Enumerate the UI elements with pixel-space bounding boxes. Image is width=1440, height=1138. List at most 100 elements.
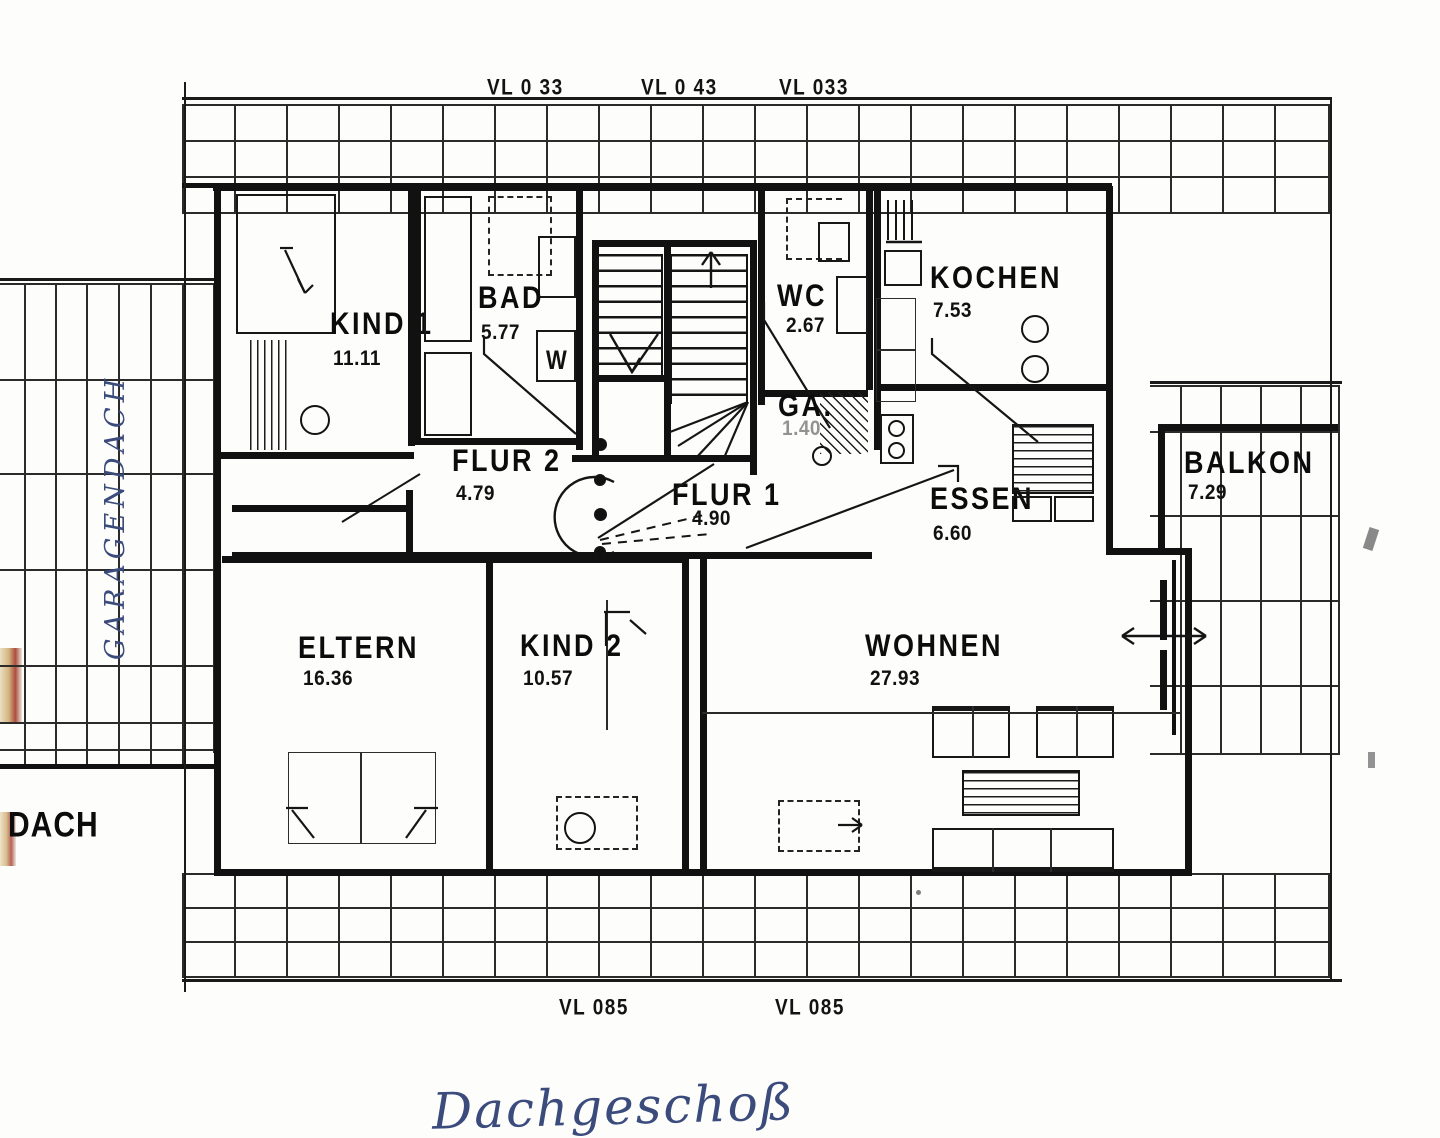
wohnen-sofa-divider-1 (992, 828, 994, 872)
kind2-dashed-recess-top (556, 796, 638, 798)
dimension-note-bottom-1: VL 085 (559, 996, 629, 1021)
roof-rafter-grid-top (182, 104, 1330, 214)
wohnen-dashed-recess-top (778, 800, 860, 802)
wohnen-sofa-divider-2 (1050, 828, 1052, 872)
kind1-roof-slope-arrow (280, 246, 314, 294)
kind2-dashed-recess-left (556, 796, 558, 850)
wohnen-sofa-left (932, 706, 1010, 758)
room-label-kochen: KOCHEN (930, 259, 1063, 296)
annotation-dach-label: DACH (8, 805, 99, 845)
exterior-wall-left (214, 186, 221, 876)
kind1-dormer-recess (236, 194, 336, 334)
kitchen-counter-1 (876, 298, 916, 350)
room-area-kind2: 10.57 (523, 666, 574, 691)
kind2-dashed-recess-bottom (556, 848, 638, 850)
construction-line-right (1330, 97, 1332, 982)
exterior-wall-right-step (1106, 548, 1192, 555)
room-area-flur2: 4.79 (456, 481, 495, 506)
kitchen-sink-fixture (884, 250, 922, 286)
bad-dashed-recess-bottom (488, 274, 552, 276)
room-area-ga: 1.40 (782, 416, 821, 441)
kind2-roof-ridge-line (606, 600, 608, 730)
room-label-wc: WC (777, 277, 827, 314)
bad-dashed-recess-left (488, 196, 490, 276)
kitchen-column-icon-1 (1021, 315, 1049, 343)
roof-eave-top (182, 183, 1112, 188)
door-hinge-dot-1 (594, 508, 607, 521)
roof-rafter-grid-right (1150, 385, 1340, 755)
kitchen-hob-rings-icon (886, 200, 922, 244)
bathtub-fixture (424, 196, 472, 342)
balkon-door-jamb-1 (1160, 580, 1167, 640)
wall-stair-top (592, 240, 754, 247)
wall-bad-west (414, 190, 421, 440)
wall-bad-south (414, 438, 580, 445)
sheet-title-handwritten: Dachgeschoß (431, 1073, 796, 1138)
kind2-ceiling-fixture-icon (564, 812, 596, 844)
exterior-wall-right (1185, 548, 1192, 876)
room-label-wohnen: WOHNEN (865, 627, 1003, 664)
wall-flur1-north (572, 455, 756, 462)
kind2-roof-slope-arrow (604, 610, 647, 646)
wall-kind1-east (408, 186, 415, 446)
wc-cistern-fixture (836, 276, 868, 334)
stair-direction-arrow-up (701, 251, 721, 288)
stair-direction-arrow-down (608, 333, 659, 375)
washbasin-fixture (538, 236, 576, 298)
kitchen-column-icon-2 (1021, 355, 1049, 383)
wohnen-dashed-recess-left (778, 800, 780, 852)
scan-edge-artifact (0, 648, 22, 722)
wohnen-sofa-bottom (932, 828, 1114, 872)
stair-flight-right-treads (670, 254, 748, 404)
annotation-garagendach: GARAGENDACH (100, 373, 131, 660)
kochen-appliance-oven (880, 414, 914, 464)
wall-kochen-south (874, 384, 1110, 391)
kochen-door-leader (930, 338, 1039, 443)
wc-dashed-recess-top (786, 198, 842, 200)
balkon-rail-line (1172, 560, 1176, 735)
wohnen-floor-ref-line (702, 712, 1182, 714)
stair-flight-left-treads (597, 254, 663, 376)
fixture-label-washing-machine: W (546, 345, 567, 375)
wohnen-sofa-left-divider (972, 706, 974, 758)
room-label-kind2: KIND 2 (520, 627, 624, 664)
wall-kind2-north (486, 556, 686, 563)
wall-flur2-ledge-v (406, 490, 413, 552)
flur1-leader-lines (597, 463, 715, 545)
scan-speck-3 (916, 890, 921, 895)
essen-sideboard (1012, 424, 1094, 446)
wall-kind2-east (682, 556, 689, 876)
wall-balkon-north (1158, 424, 1338, 431)
wall-eltern-north (222, 556, 490, 563)
dimension-note-bottom-2: VL 085 (775, 996, 845, 1021)
exterior-wall-right-upper (1106, 186, 1113, 551)
room-area-kind1: 11.11 (333, 346, 381, 371)
wc-door-leader (762, 302, 831, 429)
oven-dial-icon-1 (888, 420, 905, 437)
room-area-essen: 6.60 (933, 521, 972, 546)
kind1-leader-line (341, 473, 421, 523)
construction-line-left (184, 82, 186, 992)
wohnen-sofa-right-divider (1076, 706, 1078, 758)
kind1-ceiling-fixture-icon (300, 405, 330, 435)
wall-stair-east (750, 240, 757, 475)
essen-chair-2 (1054, 496, 1094, 522)
wohnen-sofa-right (1036, 706, 1114, 758)
wall-flur2-south (232, 552, 572, 559)
room-label-flur1: FLUR 1 (672, 476, 782, 513)
eltern-dormer-outline (288, 752, 436, 844)
wall-stair-landing (592, 375, 668, 382)
scan-edge-artifact-2 (0, 812, 16, 866)
wall-wc-east (866, 190, 873, 390)
kind2-dashed-recess-right (636, 796, 638, 850)
wall-bad-east (576, 190, 583, 450)
ga-door-pivot-icon (812, 446, 832, 466)
stair-winder-steps (669, 400, 750, 459)
room-area-bad: 5.77 (481, 320, 520, 345)
wall-kochen-west (874, 190, 881, 450)
room-area-flur1: 4.90 (692, 506, 731, 531)
bad-door-leader (482, 338, 577, 435)
wall-wc-south (758, 390, 868, 397)
room-label-eltern: ELTERN (298, 629, 419, 666)
wall-stair-mid (664, 240, 671, 455)
